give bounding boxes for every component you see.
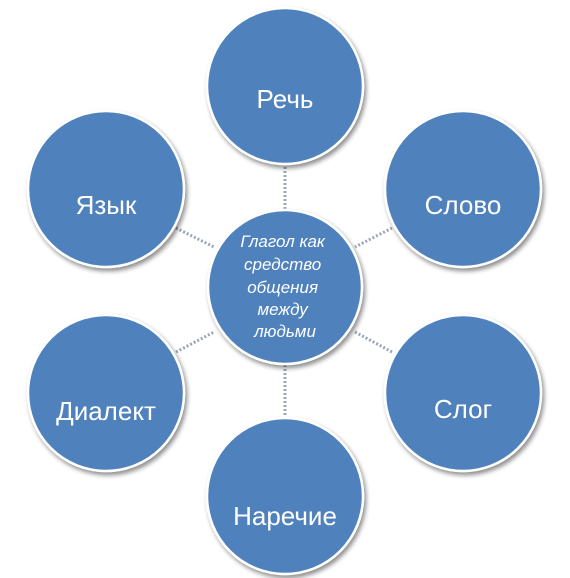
node-label-yazyk: Язык [76,190,137,220]
connector-dialekt [175,330,215,354]
connector-slog [354,330,393,354]
node-label-narechie: Наречие [233,501,337,531]
node-circle-narechie [205,416,365,576]
node-label-slovo: Слово [425,190,502,220]
node-rech: Речь [205,6,365,166]
node-slovo: Слово [383,109,543,269]
node-circle-dialekt [26,313,186,473]
center-line-2: средство [244,255,321,274]
connector-slovo [354,226,393,249]
center-line-1: Глагол как [240,232,326,251]
center-line-3: общения [247,278,318,297]
center-circle [206,208,364,366]
connector-yazyk [175,226,215,249]
node-slog: Слог [383,313,543,473]
node-narechie: Наречие [205,416,365,576]
node-circle-rech [205,6,365,166]
node-label-dialekt: Диалект [56,396,156,426]
node-circle-yazyk [26,109,186,269]
node-yazyk: Язык [26,109,186,269]
center-label: Глагол как средство общения между людьми [240,232,329,341]
center-line-4: между [257,300,309,319]
node-circle-slog [383,313,543,473]
center-line-5: людьми [253,322,316,341]
center-node [206,208,364,366]
node-label-rech: Речь [257,84,314,114]
connectors [175,163,393,420]
node-dialekt: Диалект [26,313,186,473]
node-circle-slovo [383,109,543,269]
node-label-slog: Слог [434,394,492,424]
